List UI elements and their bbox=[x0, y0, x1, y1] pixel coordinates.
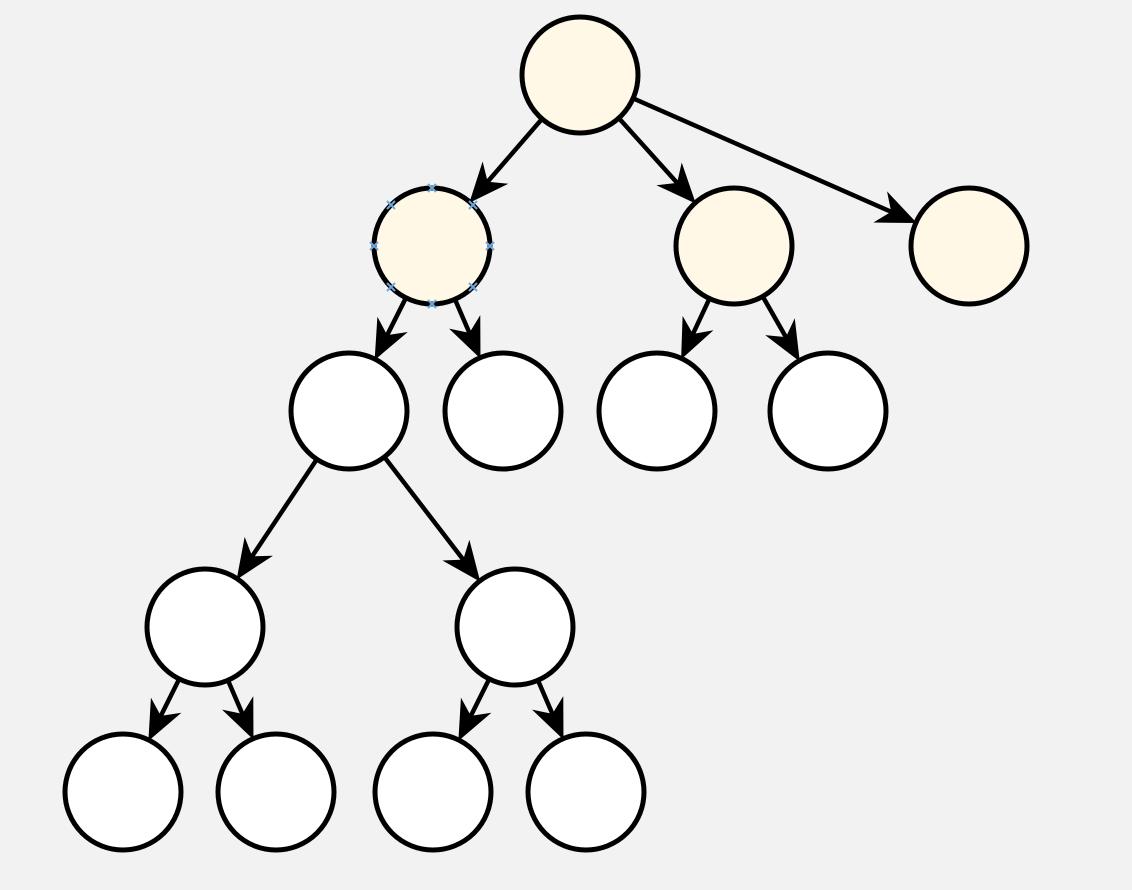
edge-arrow[interactable] bbox=[532, 678, 564, 740]
edge-arrow[interactable] bbox=[616, 115, 696, 204]
edge-arrow[interactable] bbox=[148, 676, 182, 741]
edge-line bbox=[384, 295, 409, 338]
edge-arrow[interactable] bbox=[236, 457, 320, 580]
selection-handle-icon[interactable] bbox=[386, 200, 396, 210]
tree-node[interactable] bbox=[215, 731, 337, 853]
arrowhead-icon bbox=[765, 318, 800, 362]
tree-node[interactable] bbox=[62, 731, 184, 853]
edge-line bbox=[535, 678, 555, 717]
edge-arrow[interactable] bbox=[222, 678, 254, 740]
arrowhead-icon bbox=[236, 536, 273, 580]
edge-line bbox=[249, 457, 320, 559]
edge-line bbox=[158, 676, 182, 719]
arrowhead-icon bbox=[449, 315, 481, 359]
selection-handle-icon[interactable] bbox=[468, 282, 478, 292]
edge-line bbox=[382, 454, 466, 562]
edge-line bbox=[630, 96, 894, 215]
edge-line bbox=[760, 294, 789, 340]
arrowhead-icon bbox=[222, 696, 254, 740]
edge-arrow[interactable] bbox=[681, 296, 714, 360]
arrowhead-icon bbox=[148, 697, 182, 741]
nodes-layer bbox=[62, 14, 1030, 853]
selection-handle-icon[interactable] bbox=[427, 299, 437, 309]
edge-arrow[interactable] bbox=[374, 295, 409, 361]
edge-arrow[interactable] bbox=[760, 294, 800, 362]
edge-arrow[interactable] bbox=[382, 454, 481, 582]
edge-line bbox=[452, 297, 472, 336]
tree-node-highlighted[interactable] bbox=[908, 185, 1030, 307]
edge-line bbox=[690, 296, 712, 337]
tree-node[interactable] bbox=[596, 350, 718, 472]
selection-handle-icon[interactable] bbox=[386, 282, 396, 292]
edge-line bbox=[616, 115, 680, 186]
edge-arrow[interactable] bbox=[449, 297, 481, 359]
tree-node[interactable] bbox=[288, 350, 410, 472]
edge-arrow[interactable] bbox=[458, 676, 492, 741]
edge-line bbox=[485, 116, 545, 184]
edge-line bbox=[225, 678, 245, 717]
edge-line bbox=[468, 676, 492, 719]
edges-layer bbox=[148, 96, 917, 741]
selection-handle-icon[interactable] bbox=[468, 200, 478, 210]
selection-handles bbox=[369, 183, 495, 309]
tree-node[interactable] bbox=[144, 566, 266, 688]
arrowhead-icon bbox=[532, 696, 564, 740]
arrowhead-icon bbox=[656, 162, 696, 204]
arrowhead-icon bbox=[458, 697, 492, 741]
selection-handle-icon[interactable] bbox=[427, 183, 437, 193]
selection-handle-icon[interactable] bbox=[485, 241, 495, 251]
selection-handle-icon[interactable] bbox=[369, 241, 379, 251]
tree-node-highlighted[interactable] bbox=[673, 185, 795, 307]
arrowhead-icon bbox=[469, 161, 509, 203]
arrowhead-icon bbox=[873, 191, 917, 224]
arrowhead-icon bbox=[681, 315, 714, 360]
tree-node[interactable] bbox=[767, 350, 889, 472]
tree-node[interactable] bbox=[442, 350, 564, 472]
edge-arrow[interactable] bbox=[630, 96, 917, 224]
edge-arrow[interactable] bbox=[469, 116, 545, 203]
arrowhead-icon bbox=[374, 316, 408, 361]
tree-node[interactable] bbox=[372, 731, 494, 853]
arrowhead-icon bbox=[442, 539, 481, 582]
tree-node[interactable] bbox=[525, 731, 647, 853]
tree-node[interactable] bbox=[454, 566, 576, 688]
tree-node-highlighted[interactable] bbox=[519, 14, 641, 136]
